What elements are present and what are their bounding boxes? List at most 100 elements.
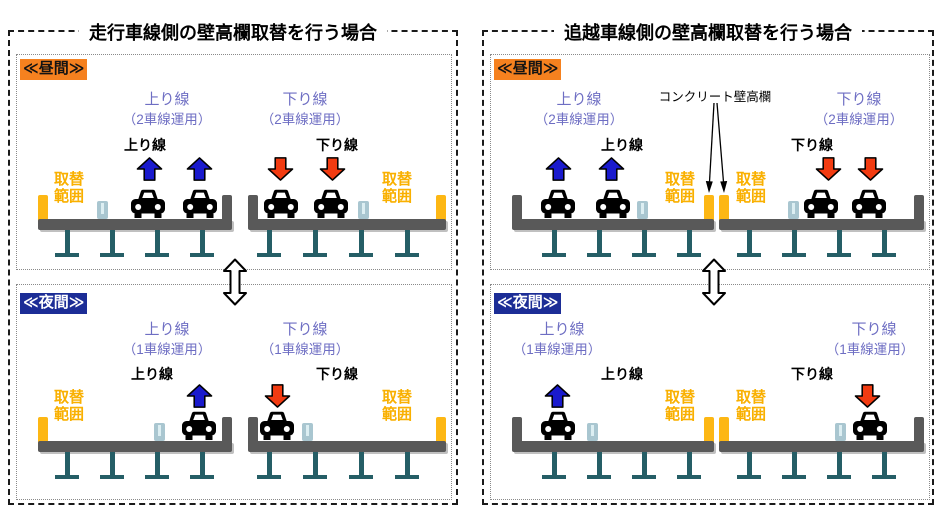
deck-marker [587, 423, 598, 441]
car-icon [852, 410, 888, 441]
panel-overtaking-lane-replacement: 追越車線側の壁高欄取替を行う場合 ≪昼間≫ コンクリート壁高欄 上り線 （2車線… [482, 19, 934, 505]
down-line-operation-label: （1車線運用） [825, 342, 915, 357]
bridge-pier [737, 230, 761, 257]
down-line-label: 下り線 [836, 91, 882, 108]
car-icon [182, 188, 218, 219]
replacement-parapet-wall [436, 195, 446, 226]
deck-marker [154, 423, 165, 441]
bridge-pier [395, 452, 419, 479]
replace-range-label: 取替範囲 [381, 389, 412, 423]
replacement-parapet-wall [704, 195, 714, 226]
down-direction-label: 下り線 [791, 366, 833, 382]
up-line-label: 上り線 [556, 91, 602, 108]
bridge-pier [632, 452, 656, 479]
bridge-deck [248, 441, 446, 452]
replacement-parapet-wall [38, 417, 48, 448]
bridge-pier [395, 230, 419, 257]
up-line-operation-label: （1車線運用） [512, 342, 602, 357]
down-line-label: 下り線 [282, 91, 328, 108]
bridge-pier [349, 452, 373, 479]
deck-marker [788, 201, 799, 219]
replacement-parapet-wall [719, 417, 729, 448]
daytime-badge: ≪昼間≫ [494, 59, 562, 80]
car-icon [313, 188, 349, 219]
nighttime-badge: ≪夜間≫ [494, 293, 562, 314]
up-traffic-arrow-icon [544, 383, 571, 409]
replace-range-label: 取替範囲 [381, 171, 412, 205]
bridge-pier [587, 452, 611, 479]
bridge-pier [55, 230, 79, 257]
replacement-parapet-wall [704, 417, 714, 448]
bridge-pier [542, 452, 566, 479]
bridge-pier [587, 230, 611, 257]
nighttime-badge: ≪夜間≫ [20, 293, 88, 314]
parapet-wall [248, 195, 258, 226]
bridge-deck [512, 441, 714, 452]
parapet-wall [222, 417, 232, 448]
bridge-pier [737, 452, 761, 479]
deck-marker [835, 423, 846, 441]
down-traffic-arrow-icon [267, 156, 294, 182]
deck-marker [302, 423, 313, 441]
deck-marker [97, 201, 108, 219]
up-direction-label: 上り線 [601, 366, 643, 382]
parapet-wall [512, 195, 522, 226]
bridge-pier [782, 230, 806, 257]
day-night-swap-arrow-icon [701, 258, 727, 306]
deck-marker [358, 201, 369, 219]
panel-driving-lane-replacement: 走行車線側の壁高欄取替を行う場合 ≪昼間≫ 上り線 （2車線運用） 下り線 （2… [8, 19, 458, 505]
up-line-label: 上り線 [144, 321, 190, 338]
bridge-deck [719, 219, 924, 230]
bridge-pier [100, 230, 124, 257]
bridge-deck [38, 441, 232, 452]
down-traffic-arrow-icon [857, 156, 884, 182]
bridge-pier [100, 452, 124, 479]
up-direction-label: 上り線 [124, 137, 166, 153]
down-line-operation-label: （1車線運用） [260, 342, 350, 357]
bridge-pier [145, 230, 169, 257]
up-line-label: 上り線 [144, 91, 190, 108]
down-traffic-arrow-icon [319, 156, 346, 182]
replace-range-label: 取替範囲 [735, 389, 766, 423]
bridge-pier [145, 452, 169, 479]
car-icon [540, 410, 576, 441]
replace-range-label: 取替範囲 [735, 171, 766, 205]
parapet-pointer-arrows-icon [699, 102, 731, 194]
bridge-pier [190, 452, 214, 479]
bridge-pier [303, 452, 327, 479]
down-traffic-arrow-icon [815, 156, 842, 182]
concrete-parapet-label: コンクリート壁高欄 [658, 90, 772, 104]
car-icon [259, 410, 295, 441]
bridge-pier [872, 452, 896, 479]
parapet-wall [914, 417, 924, 448]
daytime-badge: ≪昼間≫ [20, 59, 88, 80]
bridge-pier [872, 230, 896, 257]
car-icon [540, 188, 576, 219]
parapet-wall [248, 417, 258, 448]
car-icon [181, 410, 217, 441]
bridge-pier [632, 230, 656, 257]
down-line-operation-label: （2車線運用） [260, 112, 350, 127]
replace-range-label: 取替範囲 [53, 171, 84, 205]
bridge-pier [257, 230, 281, 257]
panel-title: 追越車線側の壁高欄取替を行う場合 [554, 19, 862, 45]
down-direction-label: 下り線 [316, 137, 358, 153]
parapet-wall [222, 195, 232, 226]
up-line-operation-label: （2車線運用） [534, 112, 624, 127]
up-traffic-arrow-icon [186, 383, 213, 409]
up-line-operation-label: （1車線運用） [122, 342, 212, 357]
replacement-parapet-wall [719, 195, 729, 226]
replace-range-label: 取替範囲 [53, 389, 84, 423]
bridge-pier [303, 230, 327, 257]
parapet-wall [512, 417, 522, 448]
bridge-pier [257, 452, 281, 479]
down-traffic-arrow-icon [264, 383, 291, 409]
replacement-parapet-wall [38, 195, 48, 226]
car-icon [595, 188, 631, 219]
day-night-swap-arrow-icon [222, 258, 248, 306]
up-traffic-arrow-icon [545, 156, 572, 182]
bridge-pier [190, 230, 214, 257]
car-icon [803, 188, 839, 219]
bridge-pier [827, 230, 851, 257]
